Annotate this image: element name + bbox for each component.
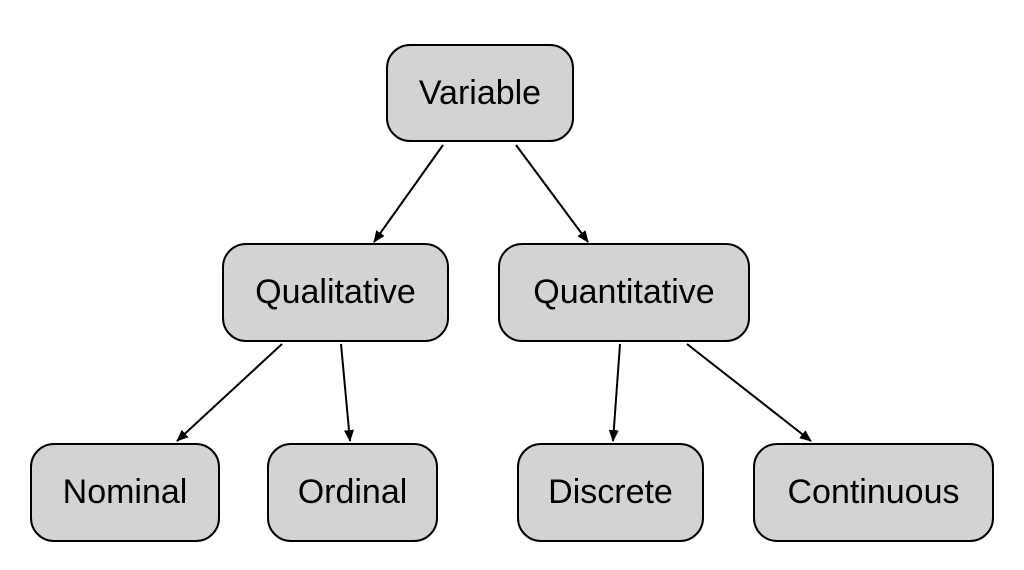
node-label-nominal: Nominal: [62, 473, 188, 511]
node-label-variable: Variable: [418, 73, 542, 112]
edge-group: [176, 144, 812, 442]
edge-variable-to-quantitative: [515, 144, 589, 243]
edge-qualitative-to-nominal: [176, 343, 283, 442]
edge-qualitative-to-ordinal: [340, 343, 354, 442]
node-qualitative: Qualitative: [222, 243, 449, 342]
edge-quantitative-to-discrete: [608, 343, 621, 442]
node-ordinal: Ordinal: [267, 443, 438, 542]
node-label-qualitative: Qualitative: [255, 273, 416, 311]
node-quantitative: Quantitative: [498, 243, 750, 342]
edge-quantitative-to-continuous: [686, 343, 812, 442]
node-label-quantitative: Quantitative: [533, 273, 715, 311]
edge-variable-to-qualitative: [373, 144, 444, 243]
node-label-continuous: Continuous: [787, 473, 960, 511]
node-label-ordinal: Ordinal: [297, 473, 408, 511]
node-label-discrete: Discrete: [548, 473, 673, 511]
node-discrete: Discrete: [517, 443, 704, 542]
node-variable: Variable: [386, 44, 574, 142]
node-continuous: Continuous: [753, 443, 994, 542]
node-nominal: Nominal: [30, 443, 220, 542]
